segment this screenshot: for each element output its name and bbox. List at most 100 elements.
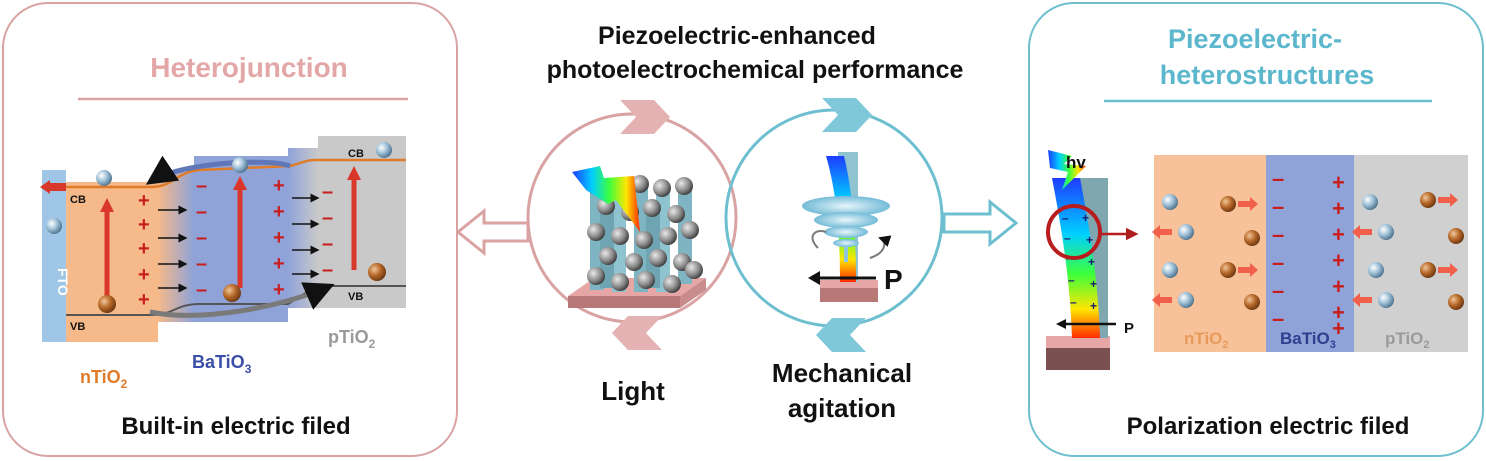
chevron-right-teal-icon [822,98,872,132]
nanoparticle [611,273,629,291]
left-panel-caption: Built-in electric filed [121,413,350,440]
hole-ball [1448,228,1464,244]
plus-sign: + [138,238,150,260]
plus-sign: + [1332,274,1345,299]
nanoparticle [681,221,699,239]
minus-sign: – [322,259,333,281]
plus-sign: + [138,264,150,286]
hole-ball [368,263,386,281]
center-title-line1: Piezoelectric-enhanced [598,22,876,50]
heterojunction-panel [2,2,458,457]
cb-label-right: CB [348,148,364,160]
plus-sign: + [1090,277,1097,291]
nanoparticle [675,177,693,195]
minus-sign: – [196,253,207,275]
nanoparticle [635,231,653,249]
plus-sign: + [1332,170,1345,195]
minus-sign: – [1272,194,1284,219]
batio3-excitation-head [233,176,247,190]
minus-sign: – [196,201,207,223]
nanoparticle [685,261,703,279]
nanoparticle [667,205,685,223]
electron-ball [46,218,62,234]
right-ptio2-label: pTiO2 [1385,329,1430,351]
right-carriers [1152,192,1464,310]
ptio2-label: pTiO2 [328,327,376,351]
hole-ball [1420,262,1436,278]
hole-ball [223,284,241,302]
plus-sign: + [1082,211,1089,225]
electron-ball [1162,262,1178,278]
plus-sign: + [273,227,285,249]
batio3-polarization-charges: – – – – – – + + + + + + + [1272,166,1345,341]
electron-ball [1378,292,1394,308]
chevron-left-pink-icon [612,316,662,350]
drift-arrow-left [1152,225,1172,239]
plus-sign: + [1332,248,1345,273]
drift-arrow-left [1352,293,1372,307]
center-title-line2: photoelectrochemical performance [547,56,964,84]
nanoparticle [587,267,605,285]
minus-sign: – [322,181,333,203]
hollow-arrow-left-icon [455,207,530,257]
cb-label-left: CB [70,194,86,206]
zoom-circle [1046,204,1102,260]
ntio2-label: nTiO2 [80,367,128,391]
minus-sign: – [322,233,333,255]
minus-sign: – [196,227,207,249]
ntio2-excitation-head [100,198,114,212]
charge-signs-left: + + + + + – – – – – + + + + + – – – – [138,175,333,311]
hv-label: hv [1066,153,1086,172]
drift-arrow-left [1152,293,1172,307]
rod-polarization-arrowhead [1056,319,1066,329]
plus-sign: + [273,175,285,197]
chevron-left-teal-icon [816,318,866,352]
electron-transfer-arrow-1 [145,155,291,185]
junction-fade-2 [288,148,318,308]
hole-transfer-arrow [149,282,335,318]
right-ntio2-layer [1154,155,1266,352]
minus-sign: – [196,279,207,301]
plus-sign: + [273,279,285,301]
electron-ball [376,142,392,158]
minus-sign: – [322,207,333,229]
hole-ball [1244,230,1260,246]
electron-ball [1378,224,1394,240]
electron-ball [96,170,112,186]
plus-sign: + [138,289,150,311]
fto-output-arrowhead [40,180,50,194]
plus-sign: + [1332,316,1345,341]
drift-arrow-right [1238,197,1258,211]
minus-sign: – [1062,211,1069,225]
hole-ball [1220,262,1236,278]
hole-ball [1220,196,1236,212]
nanoparticle [653,179,671,197]
nanoparticle [625,253,643,271]
field-arrows-left [158,193,320,293]
nanoparticle [587,223,605,241]
minus-sign: – [1272,250,1284,275]
polarization-arrowhead [808,271,820,285]
electron-ball [1368,262,1384,278]
right-panel-caption: Polarization electric filed [1127,413,1410,440]
nanoparticle [663,275,681,293]
bent-rod-illustration [1046,150,1110,370]
plus-sign: + [1332,300,1345,325]
minus-sign: – [1272,222,1284,247]
rod-charges: – – – – – + + + + + [1062,211,1097,313]
right-panel-title-line1: Piezoelectric- [1168,24,1342,54]
batio3-label: BaTiO3 [192,352,252,376]
minus-sign: – [196,175,207,197]
hole-ball [98,295,116,313]
tornado-icon [802,196,892,262]
mechanical-label-line1: Mechanical [772,358,912,388]
drift-arrow-right [1438,263,1458,277]
plus-sign: + [1332,222,1345,247]
minus-sign: – [1272,166,1284,191]
minus-sign: – [1068,273,1075,287]
vb-label-right: VB [348,291,363,303]
nanoparticle [611,227,629,245]
plus-sign: + [138,190,150,212]
plus-sign: + [138,214,150,236]
